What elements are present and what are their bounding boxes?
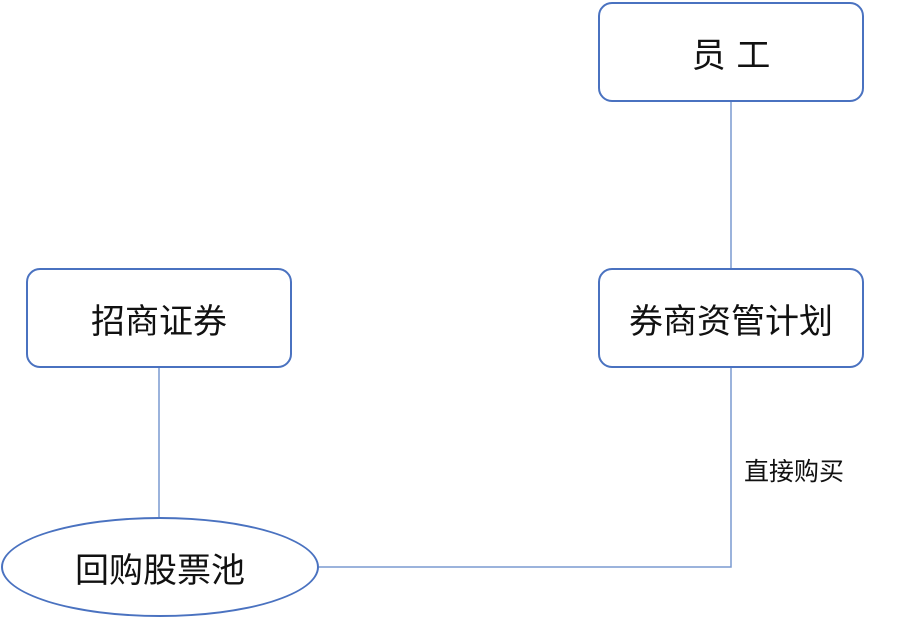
cms-securities-node: 招商证券 xyxy=(26,268,292,368)
asset-management-plan-label: 券商资管计划 xyxy=(629,301,833,342)
employee-label: 员 工 xyxy=(691,35,771,76)
connector-plan-pool xyxy=(319,368,732,568)
buyback-stock-pool-node: 回购股票池 xyxy=(1,517,319,617)
employee-node: 员 工 xyxy=(598,2,864,102)
cms-securities-label: 招商证券 xyxy=(91,301,227,342)
buyback-stock-pool-label: 回购股票池 xyxy=(75,550,245,591)
asset-management-plan-node: 券商资管计划 xyxy=(598,268,864,368)
direct-purchase-edge-label: 直接购买 xyxy=(744,457,845,486)
